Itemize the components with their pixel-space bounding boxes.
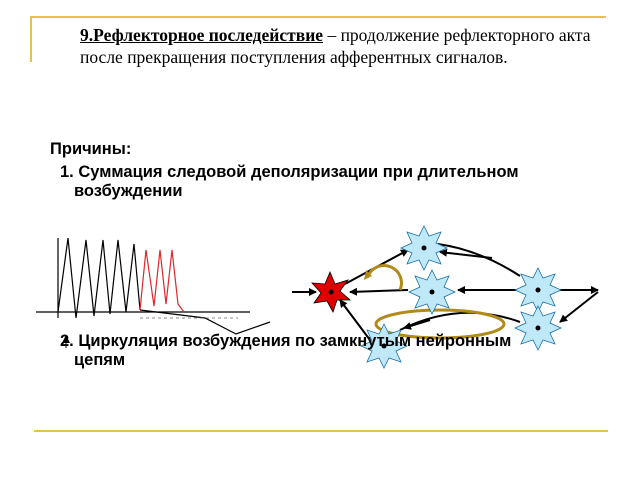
- slide-heading: 9.Рефлекторное последействие – продолжен…: [80, 24, 600, 68]
- cause-item-2: 2. Циркуляция возбуждения по замкнутым н…: [60, 332, 512, 369]
- link-mid-to-red: [349, 287, 409, 296]
- link-bottom-right-to-bottom: [399, 311, 521, 331]
- link-top-to-right: [437, 243, 521, 277]
- frame-left-line: [30, 16, 32, 62]
- link-out-to-bottom-right: [559, 291, 599, 323]
- link-arrow-top: [439, 248, 493, 259]
- frame-bottom-line: [34, 430, 608, 432]
- link-bottom-to-red: [339, 299, 371, 341]
- link-arrow-bottom: [403, 319, 431, 330]
- heading-text: – продолжение рефлекторного акта после п…: [80, 25, 591, 67]
- neuron-circuit-diagram: [292, 225, 599, 369]
- spike-train-red: [139, 249, 185, 313]
- frame-top-line: [30, 16, 606, 18]
- trace-depolarization: [139, 309, 271, 335]
- cause-item-1: 1. Суммация следовой деполяризации при д…: [60, 163, 519, 200]
- loop-arrow-upper: [366, 264, 403, 291]
- spike-train-black: [57, 237, 141, 319]
- causes-label: Причины:: [50, 140, 132, 158]
- spike-trace-diagram: [36, 237, 271, 348]
- loop-arrow-lower: [374, 308, 506, 340]
- heading-title: 9.Рефлекторное последействие: [80, 25, 324, 45]
